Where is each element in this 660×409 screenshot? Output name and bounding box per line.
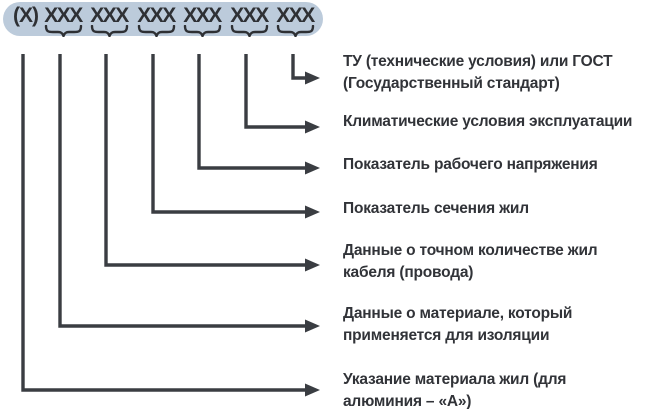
connector-line — [104, 54, 306, 267]
connector-line — [58, 54, 306, 328]
arrowhead-icon — [305, 383, 320, 397]
arrowhead-icon — [305, 120, 320, 134]
code-group-text: XXX — [230, 4, 269, 27]
code-group-text: XXX — [183, 4, 222, 27]
code-group-2: XXX — [89, 4, 129, 37]
underbrace-icon — [183, 25, 221, 37]
code-group-1: XXX — [43, 4, 83, 37]
connector-line — [244, 54, 306, 129]
row-label-climate: Климатические условия эксплуатации — [343, 113, 633, 130]
row-label-core-section: Показатель сечения жил — [343, 200, 529, 217]
code-prefix: (X) — [13, 4, 39, 27]
code-group-4: XXX — [182, 4, 222, 37]
row-label-insulation-material: Данные о материале, который применяется … — [343, 305, 573, 344]
code-group-text: XXX — [137, 4, 176, 27]
marking-code-pill: (X) XXX XXX XXX XXX XXX — [3, 2, 323, 37]
row-label-core-material: Указание материала жил (для алюминия – «… — [343, 371, 567, 409]
arrowhead-icon — [305, 258, 320, 272]
connector-line — [291, 54, 306, 80]
code-group-5: XXX — [229, 4, 269, 37]
code-group-text: XXX — [90, 4, 129, 27]
row-label-core-count: Данные о точном количестве жил кабеля (п… — [343, 242, 598, 281]
underbrace-icon — [44, 25, 82, 37]
underbrace-icon — [276, 25, 314, 37]
arrowhead-icon — [305, 319, 320, 333]
underbrace-icon — [137, 25, 175, 37]
arrowhead-icon — [305, 71, 320, 85]
connector-line — [151, 54, 306, 214]
code-group-text: XXX — [276, 4, 315, 27]
arrowhead-icon — [305, 205, 320, 219]
connector-line — [21, 54, 306, 392]
underbrace-icon — [230, 25, 268, 37]
arrowhead-icon — [305, 161, 320, 175]
code-group-6: XXX — [275, 4, 315, 37]
row-label-voltage: Показатель рабочего напряжения — [343, 156, 598, 173]
code-group-text: XXX — [44, 4, 83, 27]
code-group-3: XXX — [136, 4, 176, 37]
underbrace-icon — [90, 25, 128, 37]
row-label-tu-gost: ТУ (технические условия) или ГОСТ (Госуд… — [343, 53, 613, 92]
connector-line — [197, 54, 306, 170]
